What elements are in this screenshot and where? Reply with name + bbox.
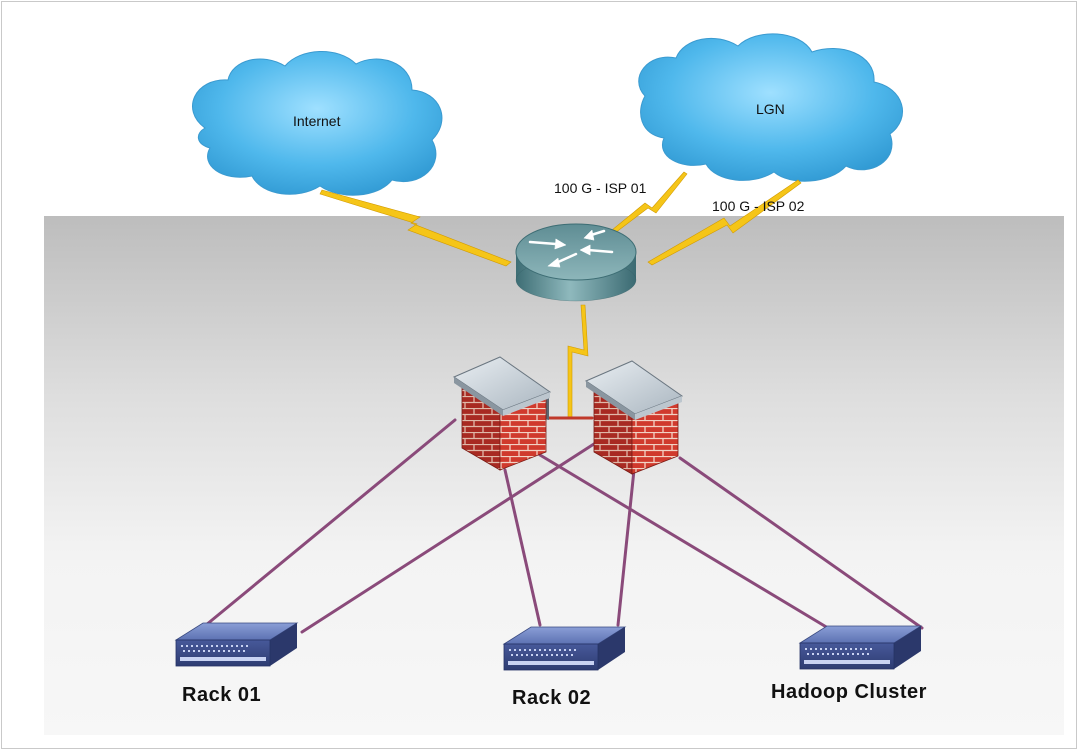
cable-fw1-hadoop (538, 453, 830, 630)
lightning-link-isp02 (647, 179, 802, 266)
router-icon (515, 223, 637, 302)
internet-cloud (192, 51, 443, 196)
lightning-link-internet (319, 189, 512, 267)
cable-fw1-rack01 (204, 418, 457, 627)
network-cables (204, 416, 924, 634)
rack02-label: Rack 02 (512, 687, 592, 709)
lgn-label: LGN (756, 101, 785, 117)
cable-fw1-rack02 (503, 468, 542, 627)
switch-icon-rack02 (502, 626, 627, 671)
switch-icon-hadoop (798, 625, 923, 670)
rack01-label: Rack 01 (182, 684, 262, 706)
hadoop-cluster-label: Hadoop Cluster (771, 681, 927, 703)
internet-label: Internet (293, 113, 341, 129)
firewall-icon-2 (584, 360, 684, 475)
switch-icon-rack01 (174, 622, 299, 667)
cable-fw2-rack02 (616, 468, 636, 627)
firewall-icon-1 (452, 356, 552, 471)
isp01-link-label: 100 G - ISP 01 (554, 180, 647, 196)
isp02-link-label: 100 G - ISP 02 (712, 198, 805, 214)
cable-fw2-hadoop (678, 456, 924, 630)
lightning-link-router-firewall (567, 304, 589, 419)
cable-fw2-rack01 (300, 440, 599, 634)
lgn-cloud (638, 33, 904, 182)
